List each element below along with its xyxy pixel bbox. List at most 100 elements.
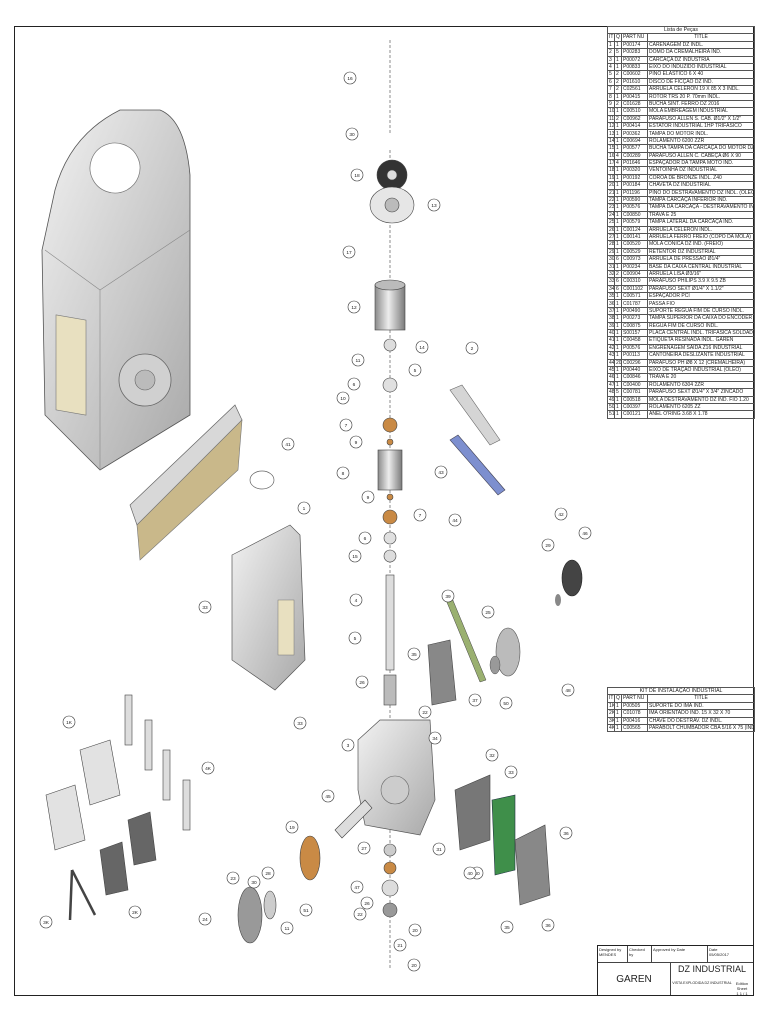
- part-number: C00296: [621, 358, 648, 367]
- part-title: ANEL O'RING 3.68 X 1.78: [646, 410, 756, 419]
- quantity: 6: [614, 255, 622, 264]
- item-number: 28: [607, 240, 615, 249]
- callout-circle: [355, 675, 369, 689]
- item-number: 9: [607, 99, 615, 109]
- part-title: TRAVA E 20: [646, 373, 756, 382]
- quantity: 1: [614, 218, 622, 227]
- callout-number: 14: [419, 345, 425, 351]
- item-number: 4: [607, 62, 615, 72]
- quantity: 1: [614, 723, 622, 733]
- part-number: C00520: [621, 240, 648, 249]
- callout-number: 20: [411, 963, 417, 969]
- item-number: 50: [607, 402, 615, 412]
- part-title: BUCHA TAMPA DA CARCAÇA DO MOTOR DZ IND: [646, 144, 756, 153]
- quantity: 1: [614, 240, 622, 249]
- part-number: C00781: [621, 388, 648, 397]
- callout-number: 35: [411, 652, 417, 658]
- callout-number: 41: [285, 442, 291, 448]
- part-number: C00694: [621, 136, 648, 146]
- callout-number: 25: [485, 610, 491, 616]
- quantity: 1: [614, 402, 622, 412]
- callout-number: 28: [265, 871, 271, 877]
- callout-number: 36: [545, 923, 551, 929]
- callout-number: 24: [202, 917, 208, 923]
- item-number: 44: [607, 358, 615, 367]
- callout-circle: [345, 127, 359, 141]
- table-row: 4K1C00565PARABOLT CHUMBADOR CBA 5/16 X 7…: [607, 723, 756, 733]
- callout-circle: [336, 466, 350, 480]
- callout-number: 21: [397, 943, 403, 949]
- part-number: C00289: [621, 151, 648, 161]
- quantity: 1: [614, 328, 622, 338]
- part-number: C00124: [621, 225, 648, 234]
- table-row: 2K1C01078IMÃ ORIENTADO IND. 15 X 32 X 70: [607, 709, 756, 718]
- item-number: 34: [607, 284, 615, 294]
- callout-number: 51: [303, 908, 309, 914]
- callout-circle: [561, 683, 575, 697]
- part-number: C001102: [621, 284, 648, 294]
- part-number: C00310: [621, 277, 648, 286]
- motor-exploded-column: [369, 40, 415, 970]
- callout-circle: [468, 693, 482, 707]
- table-row: 1K1P00505SUPORTE DO IMÃ IND.: [607, 701, 756, 711]
- limit-switch-plate: [427, 639, 457, 706]
- installation-kit-body: 1K1P00505SUPORTE DO IMÃ IND.2K1C01078IMÃ…: [607, 701, 756, 733]
- item-number: 11: [607, 114, 615, 124]
- part-number: C00875: [621, 321, 648, 331]
- part-title: PASSA FIO: [646, 299, 756, 308]
- part-title: PINO DO DESTRAVAMENTO DZ INDL. (OLEO): [646, 188, 756, 198]
- item-number: 20: [607, 181, 615, 190]
- callout-circle: [341, 738, 355, 752]
- item-number: 41: [607, 336, 615, 345]
- part-title: ROLAMENTO 6200 ZZR: [646, 136, 756, 146]
- drive-shaft-assembly: [237, 799, 399, 944]
- fan-part: [376, 159, 408, 191]
- callout-circle: [463, 866, 477, 880]
- quantity: 1: [614, 306, 622, 316]
- part-number: C00904: [621, 269, 648, 279]
- quantity: 4: [614, 151, 622, 161]
- quantity: 1: [614, 716, 622, 725]
- part-number: C00510: [621, 107, 648, 116]
- callout-number: 20: [412, 928, 418, 934]
- callout-number: 7: [345, 423, 348, 429]
- motor-housing-small: [231, 524, 306, 691]
- callout-circle: [407, 647, 421, 661]
- callout-circle: [465, 341, 479, 355]
- table-row: 3K1P00416CHAVE DO DESTRAV. DZ INDL.: [607, 716, 756, 725]
- part-title: VENTOINHA DZ INDUSTRIAL: [646, 166, 756, 175]
- part-number: C00400: [621, 380, 648, 390]
- quantity: 1: [614, 232, 622, 242]
- callout-circle: [350, 880, 364, 894]
- part-title: PARAFUSO SEXT Ø1/4" X 1.1/2": [646, 284, 756, 294]
- part-number: P00440: [621, 365, 648, 375]
- callout-circle: [201, 761, 215, 775]
- item-number: 45: [607, 365, 615, 375]
- motor-housing-large: [41, 109, 191, 471]
- callout-circle: [408, 923, 422, 937]
- item-number: 39: [607, 321, 615, 331]
- item-number: 38: [607, 314, 615, 323]
- item-number: 48: [607, 388, 615, 397]
- callout-circle: [226, 871, 240, 885]
- callout-number: 32: [489, 753, 495, 759]
- callout-circle: [428, 731, 442, 745]
- part-title: MOLA CONICA DZ IND. (FREIO): [646, 240, 756, 249]
- callout-number: 11: [356, 358, 361, 364]
